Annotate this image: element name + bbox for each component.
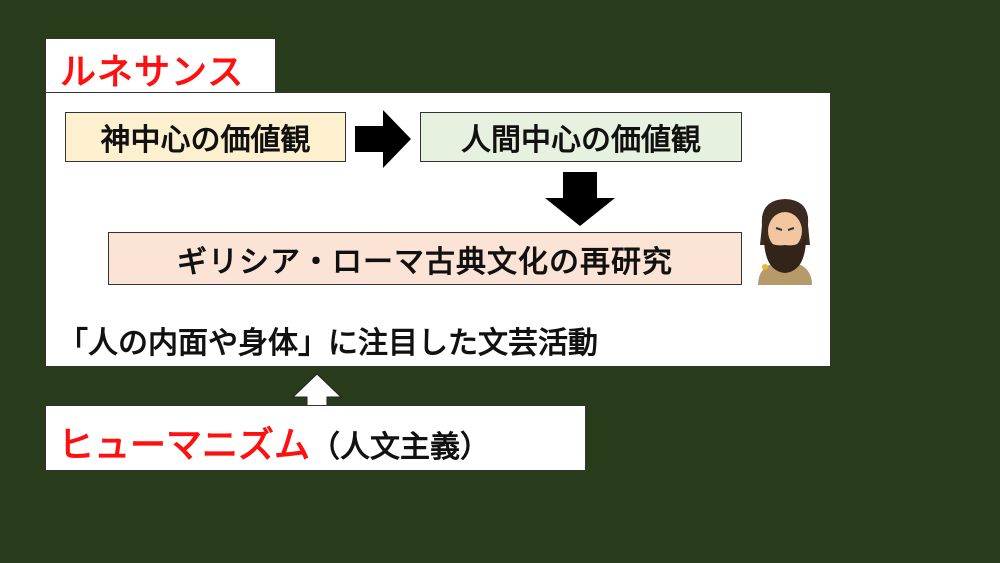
humanism-box: ヒューマニズム（人文主義）	[45, 405, 586, 471]
humanism-term: ヒューマニズム	[58, 425, 311, 466]
classical-study-box: ギリシア・ローマ古典文化の再研究	[108, 232, 742, 285]
slide-title: ルネサンス	[45, 38, 276, 94]
human-centered-box: 人間中心の価値観	[420, 112, 742, 162]
up-arrow-icon	[292, 373, 342, 407]
philosopher-icon	[758, 199, 812, 285]
god-centered-box: 神中心の価値観	[65, 112, 346, 162]
summary-text: 「人の内面や身体」に注目した文芸活動	[58, 326, 598, 361]
humanism-gloss: （人文主義）	[310, 430, 491, 465]
right-arrow-icon	[355, 110, 411, 168]
down-arrow-icon	[545, 172, 615, 226]
